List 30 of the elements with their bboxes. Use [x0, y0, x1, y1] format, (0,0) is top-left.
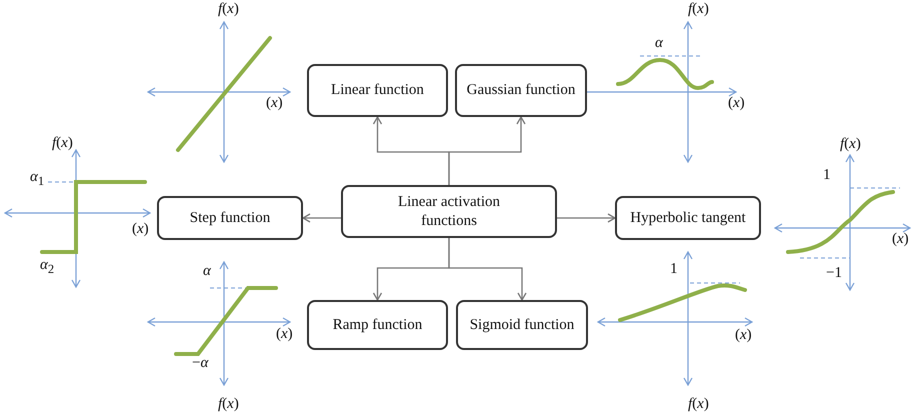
value-label: α$_{2}$ — [40, 258, 54, 276]
central-process-box: Linear activation functions — [341, 185, 557, 238]
process-box: Ramp function — [307, 300, 448, 350]
axis-label: f(x) — [840, 137, 861, 152]
process-box: Step function — [157, 196, 303, 240]
value-label: α — [655, 36, 663, 51]
axis-label: f(x) — [688, 397, 709, 412]
axis-label: (x) — [728, 96, 745, 111]
axis-label: (x) — [276, 327, 293, 342]
axis-label: f(x) — [688, 2, 709, 17]
process-box: Linear function — [307, 64, 448, 117]
value-label: α$_{1}$ — [30, 170, 44, 188]
arrow — [302, 213, 341, 223]
process-box: Sigmoid function — [456, 300, 588, 350]
arrow — [448, 238, 527, 301]
value-label: α — [203, 264, 211, 279]
axis-label: (x) — [266, 96, 283, 111]
value-label: −1 — [826, 266, 842, 281]
process-box: Hyperbolic tangent — [615, 196, 761, 240]
value-label: 1 — [823, 168, 830, 183]
arrow — [448, 116, 526, 185]
value-label: −α — [192, 356, 208, 371]
arrow — [557, 213, 616, 223]
axis-label: f(x) — [218, 2, 239, 17]
axis-label: f(x) — [218, 397, 239, 412]
axis-label: (x) — [892, 232, 909, 247]
axis-label: f(x) — [52, 136, 73, 151]
process-box: Gaussian function — [455, 64, 587, 117]
axis-label: (x) — [735, 328, 752, 343]
value-label: 1 — [670, 262, 678, 277]
